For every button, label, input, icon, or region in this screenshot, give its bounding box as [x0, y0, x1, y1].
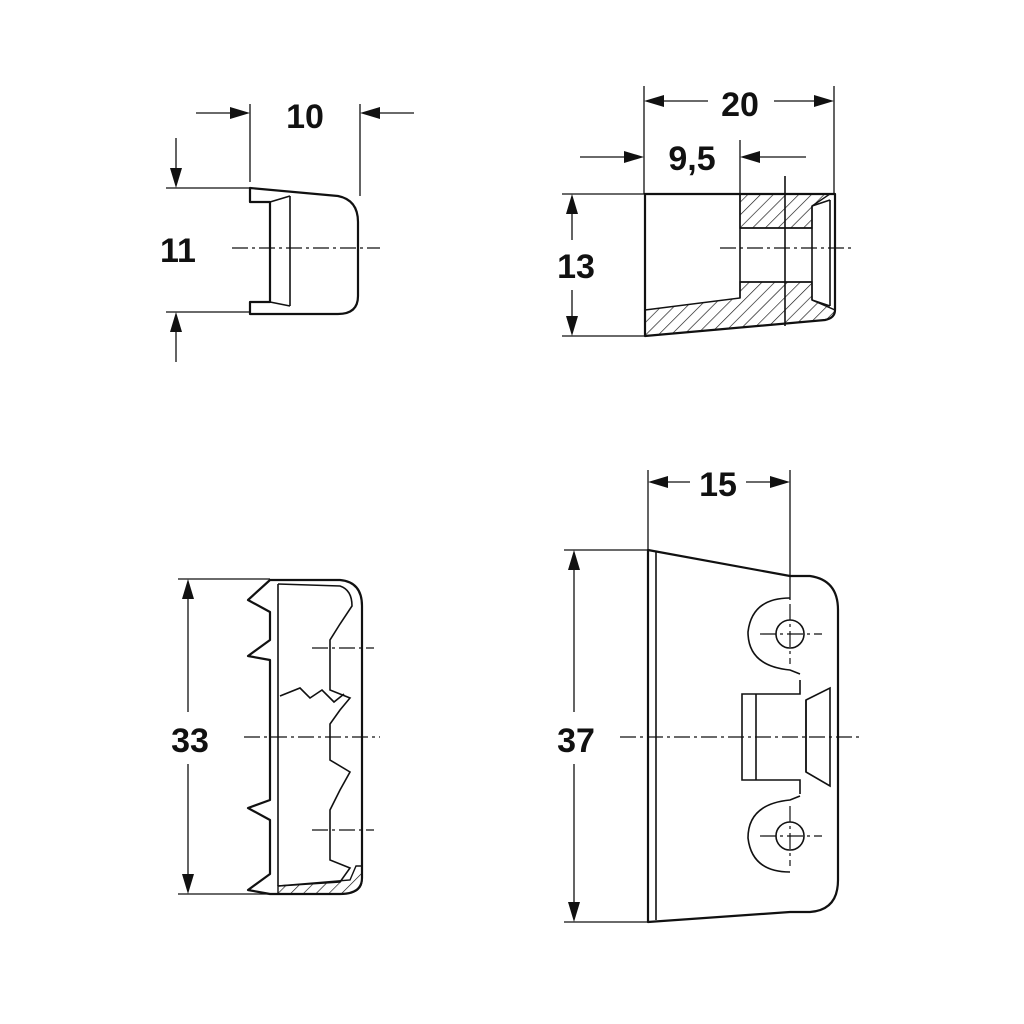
dimension-label: 13 [557, 248, 595, 286]
view-top-right: 20 9,5 13 [557, 86, 852, 338]
dimension-label: 15 [699, 466, 737, 504]
dimension-width-20: 20 [643, 86, 835, 194]
dimension-height-13: 13 [557, 193, 644, 337]
dimension-label: 37 [557, 722, 595, 760]
dimension-height-11: 11 [160, 138, 250, 362]
view-bottom-left: 33 [171, 578, 380, 896]
mounting-hole-top [747, 597, 822, 675]
dimension-label: 11 [160, 232, 196, 270]
dimension-width-15: 15 [647, 466, 791, 600]
part-outline-end-view [248, 186, 360, 316]
view-top-left: 10 11 [160, 98, 414, 362]
dimension-label: 9,5 [668, 140, 715, 178]
mounting-hole-bottom [747, 795, 822, 873]
dimension-label: 20 [721, 86, 759, 124]
dimension-label: 10 [286, 98, 324, 136]
dimension-height-33: 33 [171, 578, 270, 895]
view-bottom-right: 15 37 [557, 466, 860, 924]
dimension-label: 33 [171, 722, 209, 760]
dimension-width-10: 10 [196, 98, 414, 196]
dimension-width-9-5: 9,5 [580, 140, 806, 194]
dimension-height-37: 37 [557, 549, 648, 923]
part-outline-front [646, 548, 840, 924]
